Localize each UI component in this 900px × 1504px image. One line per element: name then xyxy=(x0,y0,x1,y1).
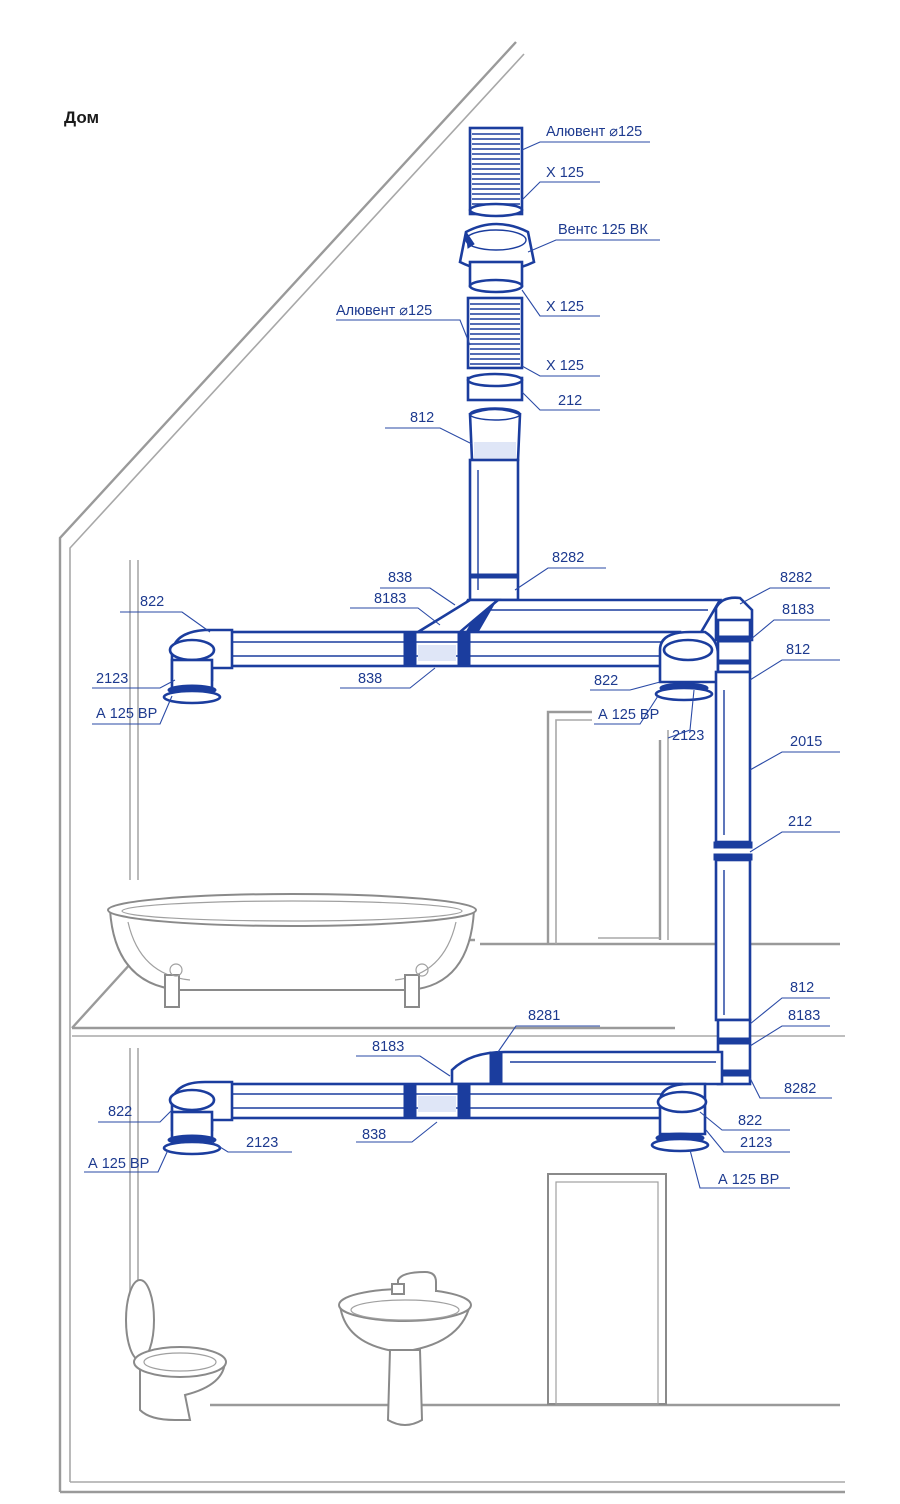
component-labels: Алювент ⌀125 Х 125 Вентс 125 ВК Х 125 Ал… xyxy=(88,124,822,1188)
lower-left-elbow xyxy=(162,1080,234,1156)
sink xyxy=(338,1270,472,1426)
top-flexible-duct xyxy=(468,126,524,218)
lower-front-duct xyxy=(220,1082,684,1120)
bathtub xyxy=(107,893,477,1008)
toilet xyxy=(125,1279,227,1421)
label-a125-mid-top: А 125 ВР xyxy=(598,707,659,723)
label-8183-top: 8183 xyxy=(374,591,406,607)
label-aluvent-top: Алювент ⌀125 xyxy=(546,124,642,140)
label-822-left-low: 822 xyxy=(108,1104,132,1120)
upper-mid-elbow xyxy=(654,630,720,702)
leader-lines xyxy=(84,141,840,1189)
label-8183-right-low: 8183 xyxy=(788,1008,820,1024)
label-vents-125-vk: Вентс 125 ВК xyxy=(558,222,648,238)
connector-212-top xyxy=(466,372,524,402)
inline-fan-vents-125-vk xyxy=(458,222,536,294)
label-a125-left-top: А 125 ВР xyxy=(96,706,157,722)
label-822-mid-top: 822 xyxy=(594,673,618,689)
label-8183-right: 8183 xyxy=(782,602,814,618)
label-x125-a: Х 125 xyxy=(546,165,584,181)
diagram-title: Дом xyxy=(64,108,100,127)
upper-door xyxy=(546,710,669,944)
label-2015: 2015 xyxy=(790,734,822,750)
label-838-top-low: 838 xyxy=(358,671,382,687)
label-a125-right-low: А 125 ВР xyxy=(718,1172,779,1188)
mid-flexible-duct xyxy=(466,296,524,370)
label-838-top: 838 xyxy=(388,570,412,586)
label-8282-right: 8282 xyxy=(780,570,812,586)
label-812-top: 812 xyxy=(410,410,434,426)
label-a125-left-low: А 125 ВР xyxy=(88,1156,149,1172)
lower-door xyxy=(547,1173,667,1405)
label-812-right: 812 xyxy=(786,642,810,658)
label-x125-c: Х 125 xyxy=(546,358,584,374)
label-x125-b: Х 125 xyxy=(546,299,584,315)
label-8282-top: 8282 xyxy=(552,550,584,566)
label-2123-left-top: 2123 xyxy=(96,671,128,687)
label-812-right-low: 812 xyxy=(790,980,814,996)
label-822-right-low: 822 xyxy=(738,1113,762,1129)
lower-back-duct xyxy=(450,1050,724,1086)
lower-right-elbow xyxy=(650,1082,710,1153)
label-8282-right-low: 8282 xyxy=(784,1081,816,1097)
upper-left-elbow xyxy=(162,628,234,705)
label-2123-mid-top: 2123 xyxy=(672,728,704,744)
label-212-right: 212 xyxy=(788,814,812,830)
elbow-812-top xyxy=(468,407,522,462)
label-8281: 8281 xyxy=(528,1008,560,1024)
upper-right-corner xyxy=(714,596,754,674)
label-822-left-top: 822 xyxy=(140,594,164,610)
label-212-top: 212 xyxy=(558,393,582,409)
label-aluvent-mid: Алювент ⌀125 xyxy=(336,303,432,319)
label-2123-right-low: 2123 xyxy=(740,1135,772,1151)
label-8183-low: 8183 xyxy=(372,1039,404,1055)
vertical-flat-duct-top xyxy=(468,458,520,602)
house-outline xyxy=(58,41,845,1494)
right-vertical-pipe xyxy=(713,670,753,1086)
label-838-low: 838 xyxy=(362,1127,386,1143)
label-2123-left-low: 2123 xyxy=(246,1135,278,1151)
